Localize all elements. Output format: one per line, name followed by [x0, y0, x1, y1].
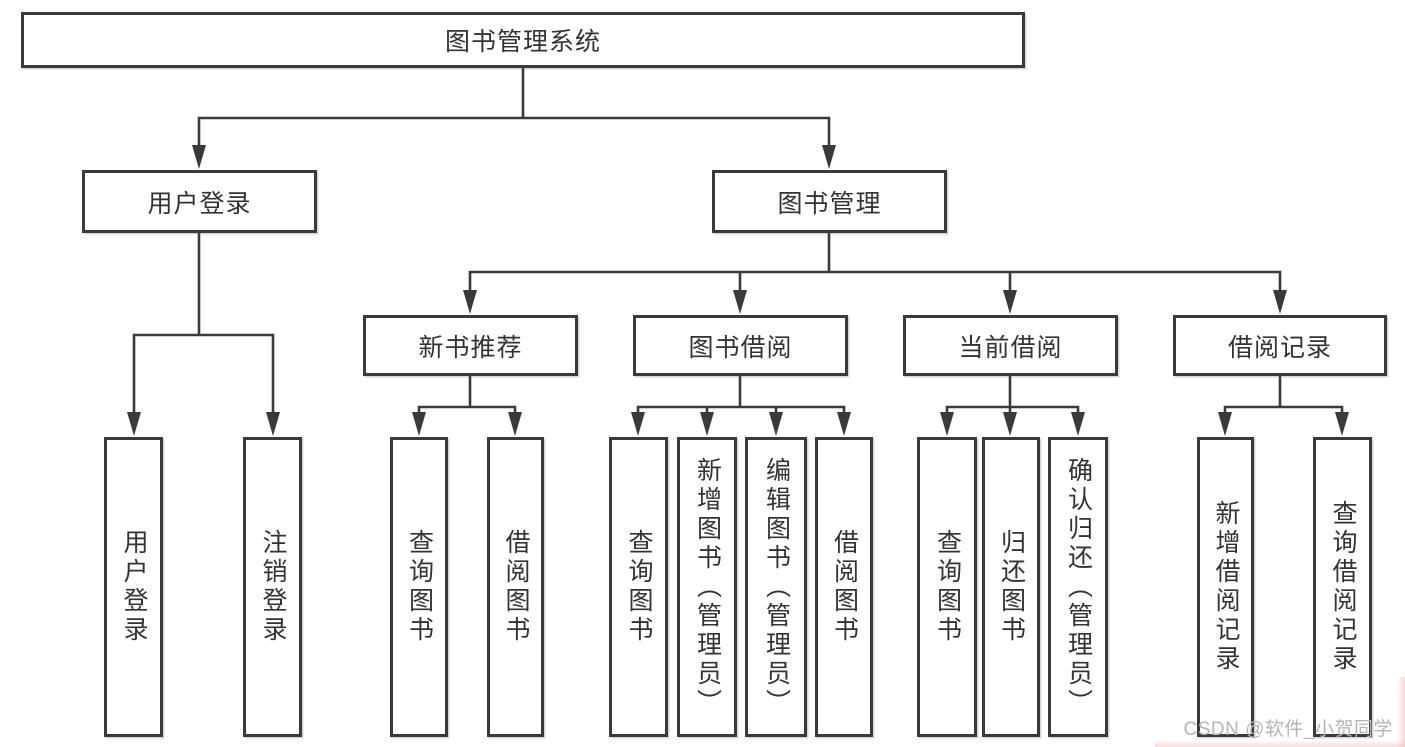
- leaf-borrow-add-books-admin: 新增图书（管理员）: [677, 437, 737, 737]
- node-borrow-records: 借阅记录: [1173, 315, 1387, 376]
- leaf-records-query-record-label: 查询借阅记录: [1329, 500, 1357, 674]
- leaf-current-confirm-return-admin: 确认归还（管理员）: [1048, 437, 1108, 737]
- leaf-borrow-add-books-admin-label: 新增图书（管理员）: [693, 456, 722, 718]
- node-current-borrow-label: 当前借阅: [958, 333, 1063, 362]
- leaf-records-query-record: 查询借阅记录: [1313, 437, 1372, 737]
- node-book-management-label: 图书管理: [777, 189, 882, 218]
- node-book-borrow-label: 图书借阅: [688, 333, 793, 362]
- leaf-newrec-borrow-books-label: 借阅图书: [502, 529, 530, 645]
- node-book-management: 图书管理: [712, 170, 947, 233]
- leaf-current-query-books-label: 查询图书: [933, 529, 962, 645]
- leaf-logout-login: 注销登录: [243, 437, 302, 737]
- leaf-logout-login-label: 注销登录: [259, 529, 287, 645]
- node-new-book-recommend-label: 新书推荐: [418, 333, 523, 362]
- leaf-newrec-query-books-label: 查询图书: [405, 529, 434, 645]
- leaf-records-add-record: 新增借阅记录: [1197, 437, 1254, 737]
- corner-tint-right: [1397, 677, 1405, 747]
- leaf-records-add-record-label: 新增借阅记录: [1212, 500, 1240, 674]
- leaf-newrec-borrow-books: 借阅图书: [487, 437, 544, 737]
- leaf-borrow-query-books-label: 查询图书: [625, 529, 653, 645]
- node-book-borrow: 图书借阅: [633, 315, 848, 376]
- leaf-borrow-borrow-books-label: 借阅图书: [830, 529, 859, 645]
- leaf-current-return-books: 归还图书: [982, 437, 1040, 737]
- leaf-borrow-edit-books-admin-label: 编辑图书（管理员）: [762, 456, 791, 718]
- node-root-label: 图书管理系统: [444, 28, 601, 56]
- leaf-user-login-label: 用户登录: [120, 529, 148, 645]
- node-user-login-label: 用户登录: [147, 189, 252, 218]
- leaf-current-query-books: 查询图书: [917, 437, 977, 737]
- leaf-borrow-borrow-books: 借阅图书: [815, 437, 873, 737]
- leaf-current-confirm-return-admin-label: 确认归还（管理员）: [1064, 456, 1093, 718]
- leaf-borrow-query-books: 查询图书: [609, 437, 668, 737]
- node-current-borrow: 当前借阅: [903, 315, 1118, 376]
- node-new-book-recommend: 新书推荐: [363, 315, 578, 376]
- corner-tint-bottom: [1155, 740, 1405, 747]
- leaf-borrow-edit-books-admin: 编辑图书（管理员）: [745, 437, 807, 737]
- leaf-user-login: 用户登录: [104, 437, 163, 737]
- node-borrow-records-label: 借阅记录: [1227, 333, 1332, 362]
- node-user-login: 用户登录: [82, 170, 317, 233]
- leaf-current-return-books-label: 归还图书: [997, 529, 1026, 645]
- watermark-text: CSDN @软件_小贺同学: [1183, 719, 1393, 740]
- node-root: 图书管理系统: [21, 12, 1025, 68]
- leaf-newrec-query-books: 查询图书: [390, 437, 448, 737]
